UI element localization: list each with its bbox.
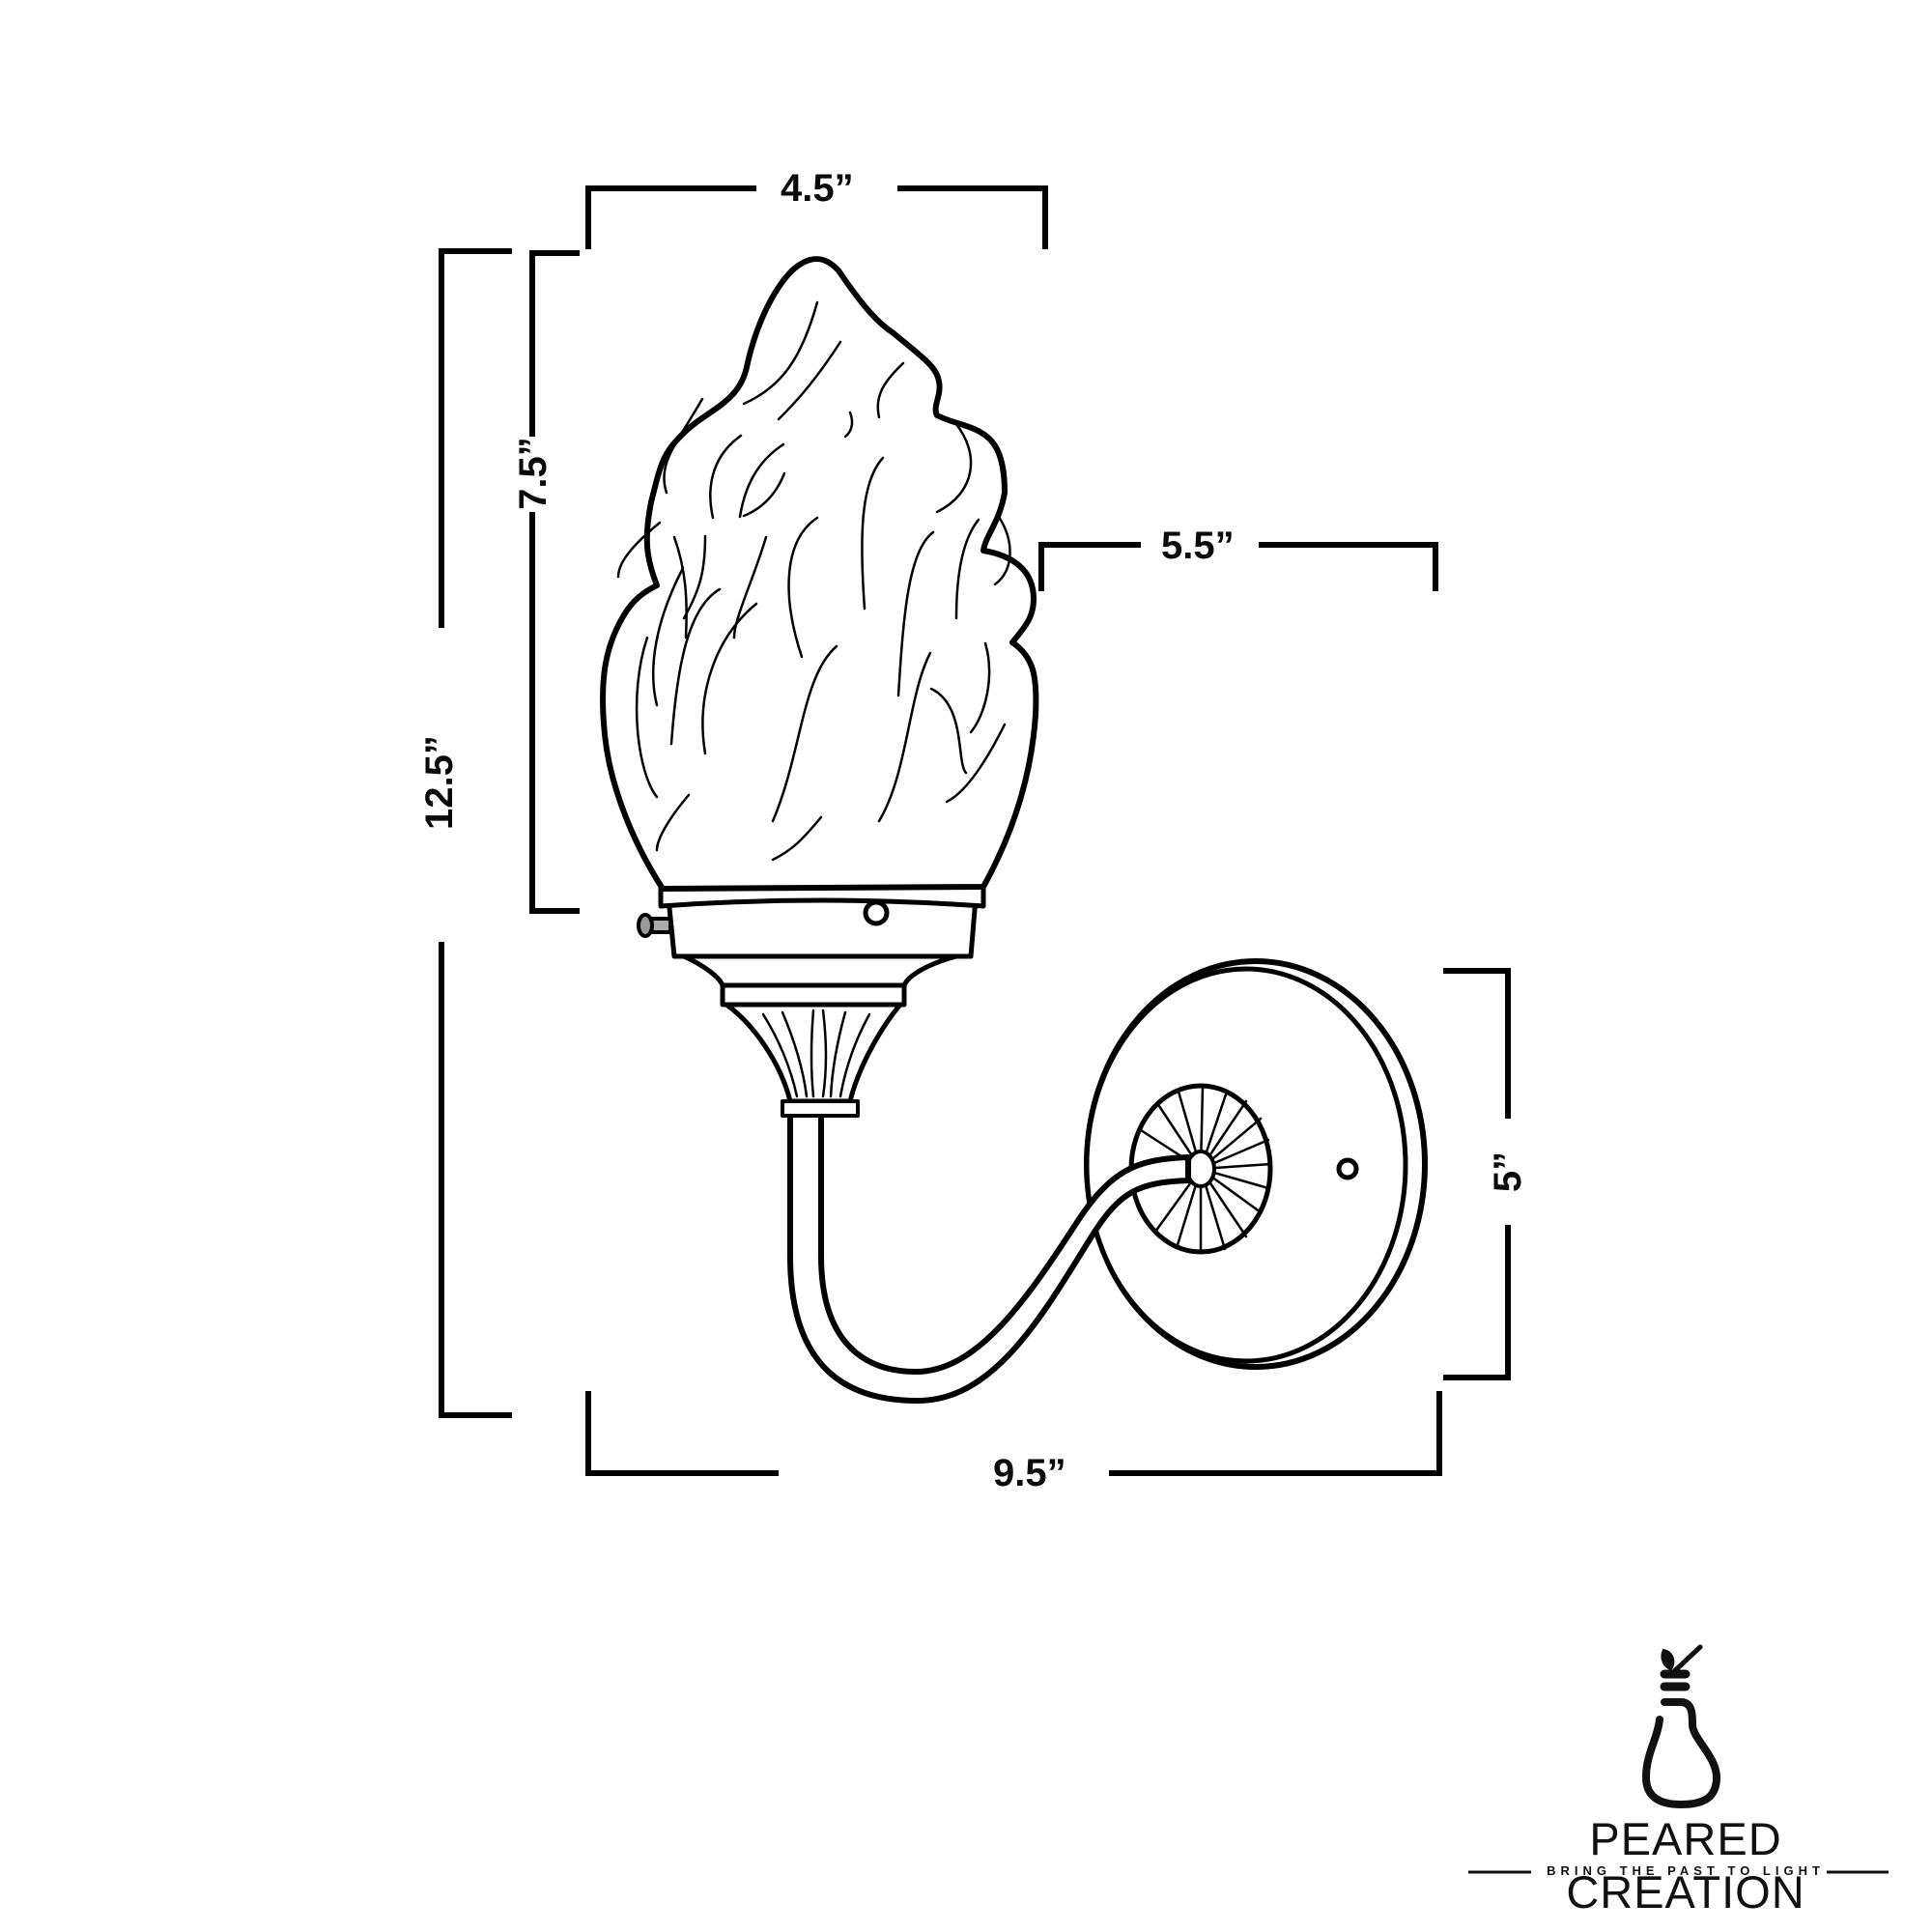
backplate-bracket <box>1443 968 1511 1380</box>
shade-holder <box>637 878 986 959</box>
brand-name: PEARED CREATION <box>1566 1813 1805 1918</box>
total-height-label: 12.5” <box>418 735 461 830</box>
sconce-illustration <box>600 256 1428 1404</box>
total-height-bracket <box>439 248 512 1418</box>
set-screw-icon <box>863 899 890 926</box>
total-depth-bracket <box>585 1391 1442 1476</box>
flame-texture-lines <box>616 300 1011 862</box>
pear-lightbulb-icon <box>1641 1644 1721 1809</box>
flame-glass-shade <box>600 256 1039 892</box>
shade-width-label: 4.5” <box>781 167 854 210</box>
extension-bracket <box>1038 542 1438 591</box>
thumb-screw-icon <box>637 913 672 938</box>
shade-height-label: 7.5” <box>512 437 554 510</box>
fitter <box>681 953 959 1118</box>
brand-tagline: BRING THE PAST TO LIGHT <box>1547 1863 1825 1878</box>
extension-label: 5.5” <box>1161 525 1235 567</box>
arm <box>787 1108 1191 1404</box>
dimension-lines <box>439 185 1511 1476</box>
total-depth-label: 9.5” <box>993 1452 1066 1494</box>
shade-height-bracket <box>529 250 580 914</box>
shade-width-bracket <box>585 185 1048 249</box>
mounting-screw-icon <box>1336 1157 1359 1180</box>
backplate-diameter-label: 5” <box>1487 1151 1529 1193</box>
